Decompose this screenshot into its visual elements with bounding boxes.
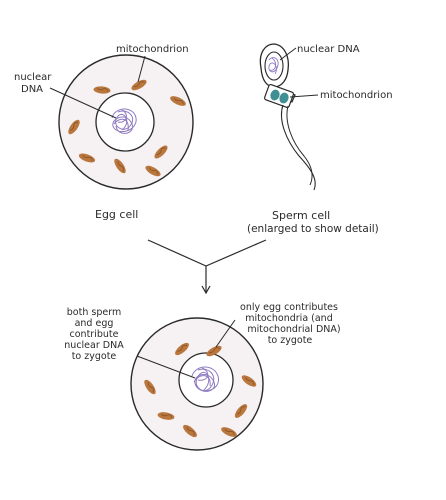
sperm-cell-caption-line2: (enlarged to show detail) bbox=[247, 223, 379, 235]
sperm-nuclear-dna bbox=[268, 57, 279, 75]
sperm-tail-outer bbox=[281, 104, 316, 191]
zygote-mitochondria-leader bbox=[215, 319, 236, 348]
zygote-left-label-line1: both sperm bbox=[67, 307, 121, 318]
egg-mitochondrion-leader bbox=[137, 55, 146, 83]
sperm-mitochondria bbox=[270, 89, 289, 104]
egg-nucleus bbox=[95, 92, 155, 152]
sperm-nuclear-dna-label: nuclear DNA bbox=[297, 44, 360, 55]
egg-nuclear-dna-label-line1: nuclear bbox=[14, 72, 52, 83]
zygote-left-label-line3: contribute bbox=[70, 329, 119, 340]
zygote-right-label-line3: mitochondrial DNA) bbox=[247, 324, 340, 335]
egg-mitochondrion-label: mitochondrion bbox=[116, 44, 189, 55]
zygote-mitochondria-label: only egg contributes mitochondria (and m… bbox=[240, 302, 341, 346]
sperm-mitochondrion-label: mitochondrion bbox=[320, 90, 393, 101]
zygote-right-label-line2: mitochondria (and bbox=[245, 313, 333, 324]
egg-nuclear-dna bbox=[111, 108, 137, 134]
sperm-tail-inner bbox=[286, 105, 313, 186]
egg-nuclear-dna-label-line2: DNA bbox=[21, 84, 43, 95]
zygote-right-label-line4: to zygote bbox=[268, 335, 313, 346]
zygote-left-label-line4: nuclear DNA bbox=[64, 340, 124, 351]
zygote-left-label-line2: and egg bbox=[75, 318, 114, 329]
sperm-nucleus bbox=[264, 51, 284, 81]
sperm-mitochondrion-leader bbox=[289, 94, 319, 98]
sperm-cell-caption-line1: Sperm cell bbox=[272, 209, 330, 222]
zygote-nuclear-dna-label: both sperm and egg contribute nuclear DN… bbox=[64, 307, 124, 362]
egg-nuclear-dna-leader bbox=[49, 87, 117, 119]
zygote-cell bbox=[130, 317, 264, 451]
sperm-nuclear-dna-leader bbox=[279, 47, 297, 61]
zygote-nuclear-dna-leader bbox=[136, 355, 196, 379]
egg-cell bbox=[58, 54, 194, 190]
fertilization-arrow bbox=[147, 239, 267, 295]
zygote-nucleus bbox=[178, 352, 234, 408]
zygote-nuclear-dna bbox=[191, 366, 219, 392]
zygote-left-label-line5: to zygote bbox=[72, 351, 117, 362]
sperm-cell bbox=[259, 43, 316, 191]
zygote-right-label-line1: only egg contributes bbox=[240, 302, 338, 313]
egg-cell-caption: Egg cell bbox=[95, 208, 138, 221]
